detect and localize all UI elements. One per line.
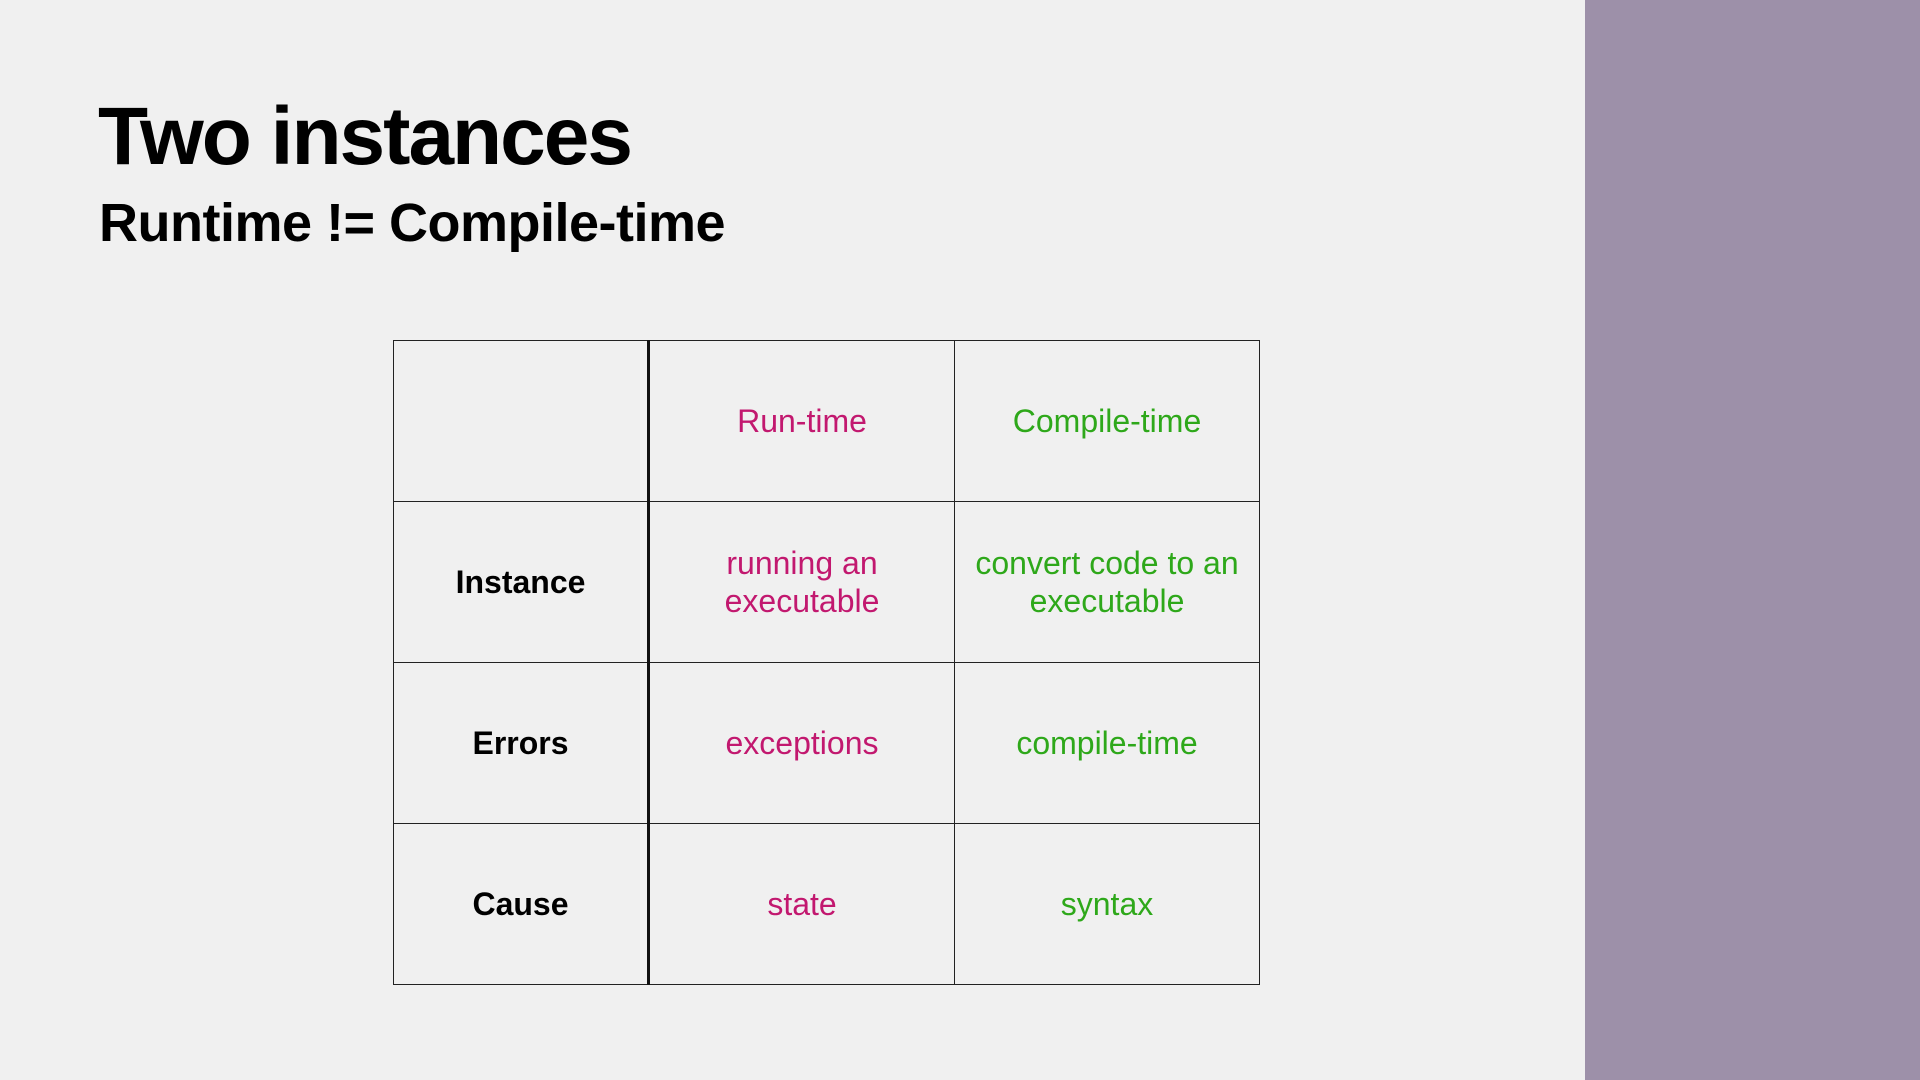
table-corner-cell xyxy=(393,340,650,502)
cell-compiletime-errors: compile-time xyxy=(954,662,1260,824)
slide-subtitle: Runtime != Compile-time xyxy=(99,193,726,253)
header-compiletime: Compile-time xyxy=(954,340,1260,502)
slide-title: Two instances xyxy=(98,91,633,182)
comparison-table: Run-time Compile-time Instance running a… xyxy=(393,340,1260,985)
cell-runtime-instance: running an executable xyxy=(648,501,955,663)
table-row: Instance running an executable convert c… xyxy=(393,501,1260,663)
cell-runtime-errors: exceptions xyxy=(648,662,955,824)
row-label-errors: Errors xyxy=(393,662,650,824)
row-label-cause: Cause xyxy=(393,823,650,985)
row-label-instance: Instance xyxy=(393,501,650,663)
cell-compiletime-cause: syntax xyxy=(954,823,1260,985)
cell-compiletime-instance: convert code to an executable xyxy=(954,501,1260,663)
table-header-row: Run-time Compile-time xyxy=(393,340,1260,502)
cell-runtime-cause: state xyxy=(648,823,955,985)
header-runtime: Run-time xyxy=(648,340,955,502)
table-row: Errors exceptions compile-time xyxy=(393,662,1260,824)
side-accent-band xyxy=(1585,0,1920,1080)
table-row: Cause state syntax xyxy=(393,823,1260,985)
